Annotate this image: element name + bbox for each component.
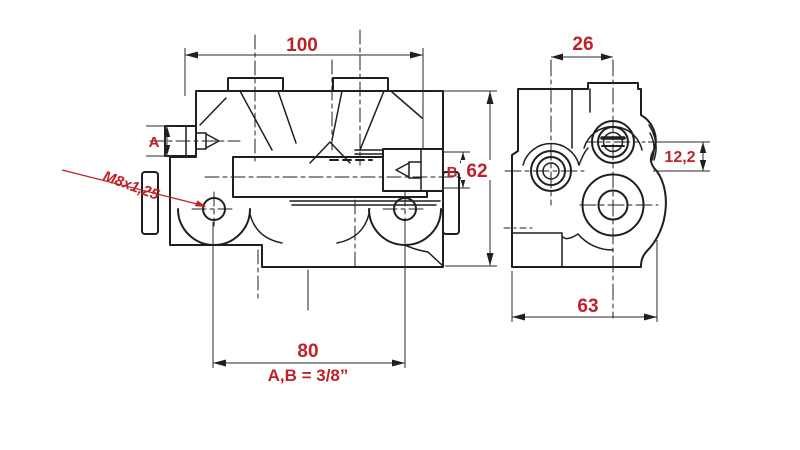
thread-leader (61, 169, 206, 207)
dim-bolt-spacing-text: 80 (297, 341, 318, 362)
dim-side-depth (511, 240, 658, 322)
front-centerlines (149, 29, 459, 299)
dim-text-mask (461, 160, 492, 180)
dim-bolt-spacing (212, 222, 406, 368)
dim-front-width-text: 100 (286, 35, 318, 56)
side-flange-right (442, 171, 460, 235)
dim-side-depth-text: 63 (577, 296, 598, 317)
port-b-label: B (447, 164, 458, 181)
side-ports (530, 120, 645, 237)
dim-front-width (184, 48, 424, 150)
port-a-label: A (149, 134, 160, 151)
dim-side-port-offset-text: 12,2 (664, 149, 695, 166)
side-centerlines (503, 59, 659, 319)
front-view (141, 29, 460, 311)
side-detail-lines (511, 88, 657, 268)
dim-front-height-text: 62 (466, 161, 487, 182)
side-body-outline (511, 82, 667, 268)
side-view (503, 59, 667, 319)
side-flange-left (141, 171, 159, 235)
port-b (382, 148, 444, 192)
dim-side-port-offset (648, 141, 710, 172)
dim-front-height (437, 90, 497, 267)
dim-port-a-bracket (146, 125, 172, 157)
ports-note-text: A,B = 3/8” (268, 366, 349, 385)
dim-side-port-spacing (551, 53, 613, 61)
dim-side-port-spacing-text: 26 (572, 34, 593, 55)
